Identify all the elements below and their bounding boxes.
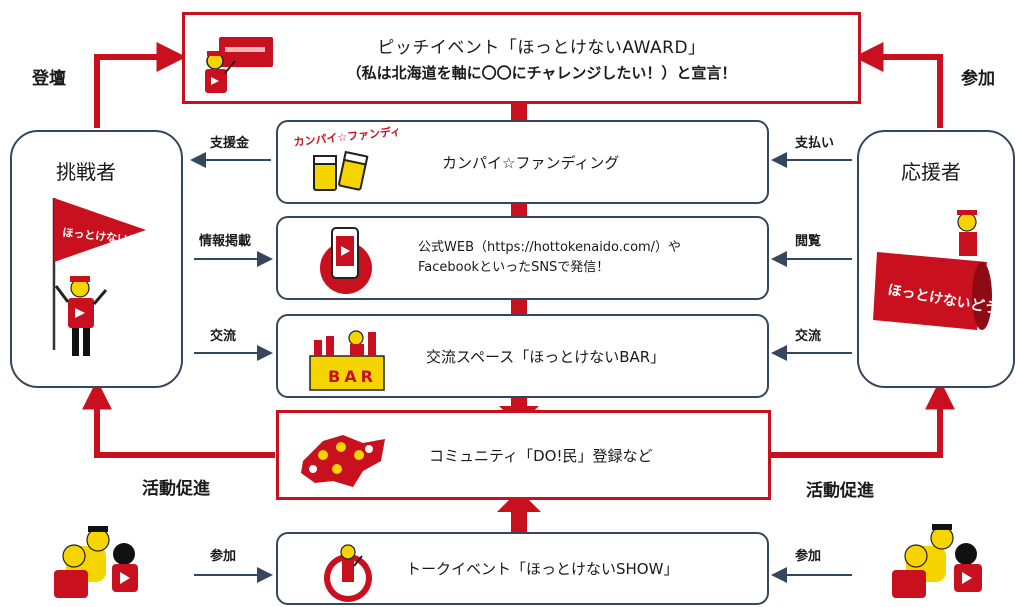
web-text-line1: 公式WEB（https://hottokenaido.com/）や <box>418 240 682 255</box>
label-funding-left: 支援金 <box>210 136 250 151</box>
web-box: 公式WEB（https://hottokenaido.com/）や Facebo… <box>276 216 769 300</box>
funding-text: カンパイ☆ファンディング <box>442 153 620 172</box>
challenger-title: 挑戦者 <box>56 160 116 184</box>
pitch-event-subtitle: （私は北海道を軸に〇〇にチャレンジしたい！）と宣言！ <box>346 64 737 82</box>
participants-right-illustration <box>892 524 982 598</box>
supporter-box: 応援者 ほっとけないどう <box>857 130 1015 388</box>
label-talk-left: 参加 <box>210 549 237 564</box>
supporter-title: 応援者 <box>901 160 961 184</box>
funding-art-text: カンパイ☆ファンディング <box>293 126 398 149</box>
label-left-top: 登壇 <box>32 69 66 89</box>
label-bar-left: 交流 <box>210 329 237 344</box>
challenger-flag-illustration: ほっとけないどう <box>52 198 150 356</box>
funding-box: カンパイ☆ファンディング カンパイ☆ファンディング <box>276 120 769 204</box>
label-funding-right: 支払い <box>795 136 835 151</box>
challenger-box: 挑戦者 ほっとけないどう <box>10 130 183 388</box>
community-box: コミュニティ「DO!民」登録など <box>276 410 771 500</box>
bar-text: 交流スペース「ほっとけないBAR」 <box>426 347 666 366</box>
beer-toast-illustration: カンパイ☆ファンディング <box>293 126 398 191</box>
label-left-bottom: 活動促進 <box>142 479 210 499</box>
label-web-left: 情報掲載 <box>199 234 252 249</box>
talk-person-illustration <box>324 544 372 602</box>
label-web-right: 閲覧 <box>795 234 822 249</box>
smartphone-illustration <box>320 227 372 294</box>
community-text: コミュニティ「DO!民」登録など <box>429 446 653 465</box>
label-right-top: 参加 <box>961 69 995 89</box>
pitch-event-box: ピッチイベント「ほっとけないAWARD」 （私は北海道を軸に〇〇にチャレンジした… <box>182 12 861 104</box>
bar-art-text: BAR <box>328 367 377 386</box>
participants-left-illustration <box>54 526 138 598</box>
pitch-person-illustration <box>205 37 273 93</box>
bar-box: BAR 交流スペース「ほっとけないBAR」 <box>276 314 769 398</box>
bar-illustration: BAR <box>309 330 385 391</box>
talk-event-text: トークイベント「ほっとけないSHOW」 <box>406 560 679 578</box>
label-bar-right: 交流 <box>795 329 822 344</box>
label-right-bottom: 活動促進 <box>806 481 874 501</box>
talk-event-box: トークイベント「ほっとけないSHOW」 <box>276 532 769 605</box>
supporter-megaphone-illustration: ほっとけないどう <box>873 210 999 330</box>
community-map-illustration <box>301 435 385 487</box>
label-talk-right: 参加 <box>795 549 822 564</box>
web-text: 公式WEB（https://hottokenaido.com/）や Facebo… <box>418 238 681 278</box>
web-text-line2: FacebookといったSNSで発信！ <box>418 260 610 275</box>
pitch-event-title: ピッチイベント「ほっとけないAWARD」 <box>377 38 706 58</box>
